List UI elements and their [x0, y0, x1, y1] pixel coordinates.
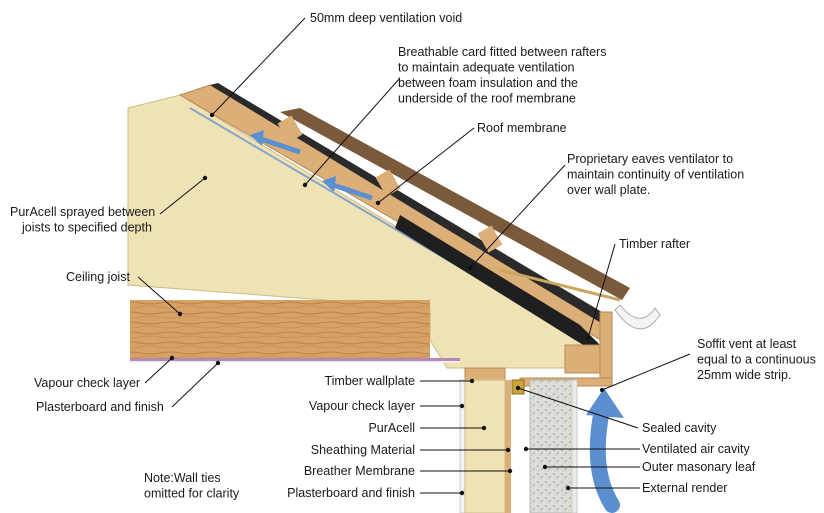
fascia [599, 311, 613, 383]
label-plasterboard-left: Plasterboard and finish [36, 400, 164, 414]
ventilation-arrow-2 [329, 181, 373, 201]
leader-soffit-vent [601, 353, 691, 391]
leader-ceiling-joist [137, 276, 181, 315]
label-sheathing: Sheathing Material [311, 443, 415, 457]
dot-ventilation-void [209, 112, 215, 118]
label-soffit-vent: Soffit vent at least equal to a continuo… [697, 337, 819, 382]
leader-sealed-cavity [517, 387, 639, 429]
timber-wallplate [464, 367, 506, 381]
dot-puracell-wall [481, 425, 487, 431]
dot-external-render [565, 485, 571, 491]
dot-ceiling-joist [177, 311, 183, 317]
batten-1 [277, 115, 303, 143]
dot-soffit-vent [599, 387, 605, 393]
label-eaves-ventilator: Proprietary eaves ventilator to maintain… [567, 152, 748, 197]
vapour-check-layer [130, 358, 460, 361]
leader-timber-rafter [587, 243, 616, 339]
label-vapour-check-left: Vapour check layer [34, 376, 140, 390]
leader-breathable-card [304, 77, 401, 186]
dot-plasterboard-wall [459, 490, 465, 496]
outer-masonry-leaf [529, 379, 573, 513]
label-breathable-card: Breathable card fitted between rafters t… [398, 45, 610, 106]
label-puracell-wall: PurAcell [368, 421, 415, 435]
leader-eaves-ventilator [469, 164, 566, 269]
label-outer-leaf: Outer masonary leaf [642, 460, 756, 474]
label-vapour-check-wall: Vapour check layer [309, 399, 415, 413]
dot-roof-membrane [375, 200, 381, 206]
roof-insulation [127, 94, 593, 369]
wall-timber-stud [464, 379, 506, 513]
label-sealed-cavity: Sealed cavity [642, 421, 717, 435]
dot-vapour-check-left [169, 355, 175, 361]
label-puracell-sprayed: PurAcell sprayed between joists to speci… [10, 205, 159, 235]
dot-timber-rafter [585, 335, 591, 341]
ventilation-arrow-2-head [322, 176, 336, 192]
leader-puracell-sprayed [159, 177, 206, 215]
dot-vapour-check-wall [459, 403, 465, 409]
ventilation-arrow-1 [257, 135, 301, 155]
external-render [571, 379, 578, 513]
label-timber-rafter: Timber rafter [619, 237, 690, 251]
label-ventilated-cavity: Ventilated air cavity [642, 442, 750, 456]
dot-ventilated-cavity [523, 446, 529, 452]
dot-breathable-card [302, 182, 308, 188]
plasterboard [130, 361, 460, 363]
airflow-arrow [589, 402, 620, 513]
roof-tiles [280, 108, 630, 300]
ventilation-arrow-1-head [250, 130, 264, 146]
label-external-render: External render [642, 481, 727, 495]
label-note: Note:Wall ties omitted for clarity [144, 471, 240, 501]
wall-sheathing [505, 380, 511, 513]
dot-sealed-cavity [515, 385, 521, 391]
label-ceiling-joist: Ceiling joist [66, 270, 130, 284]
leader-ventilation-void [211, 17, 306, 116]
leader-roof-membrane [377, 127, 475, 204]
dot-puracell-sprayed [202, 175, 208, 181]
dot-eaves-ventilator [467, 265, 473, 271]
batten-3 [477, 225, 503, 253]
gutter [614, 304, 661, 330]
roof-membrane [210, 83, 612, 326]
label-plasterboard-wall: Plasterboard and finish [287, 486, 415, 500]
leader-plasterboard-left [171, 362, 219, 408]
eaves-ventilator [395, 215, 600, 352]
dot-sheathing [505, 447, 511, 453]
ceiling-joist [130, 300, 430, 360]
label-breather: Breather Membrane [304, 464, 415, 478]
leader-vapour-check-left [144, 357, 173, 384]
airflow-arrow-head [586, 388, 624, 418]
dot-plasterboard-left [215, 360, 221, 366]
dot-breather [507, 468, 513, 474]
label-ventilation-void: 50mm deep ventilation void [310, 11, 462, 25]
dot-outer-leaf [542, 464, 548, 470]
label-roof-membrane: Roof membrane [477, 121, 567, 135]
label-timber-wallplate: Timber wallplate [324, 374, 415, 388]
dot-timber-wallplate [469, 378, 475, 384]
